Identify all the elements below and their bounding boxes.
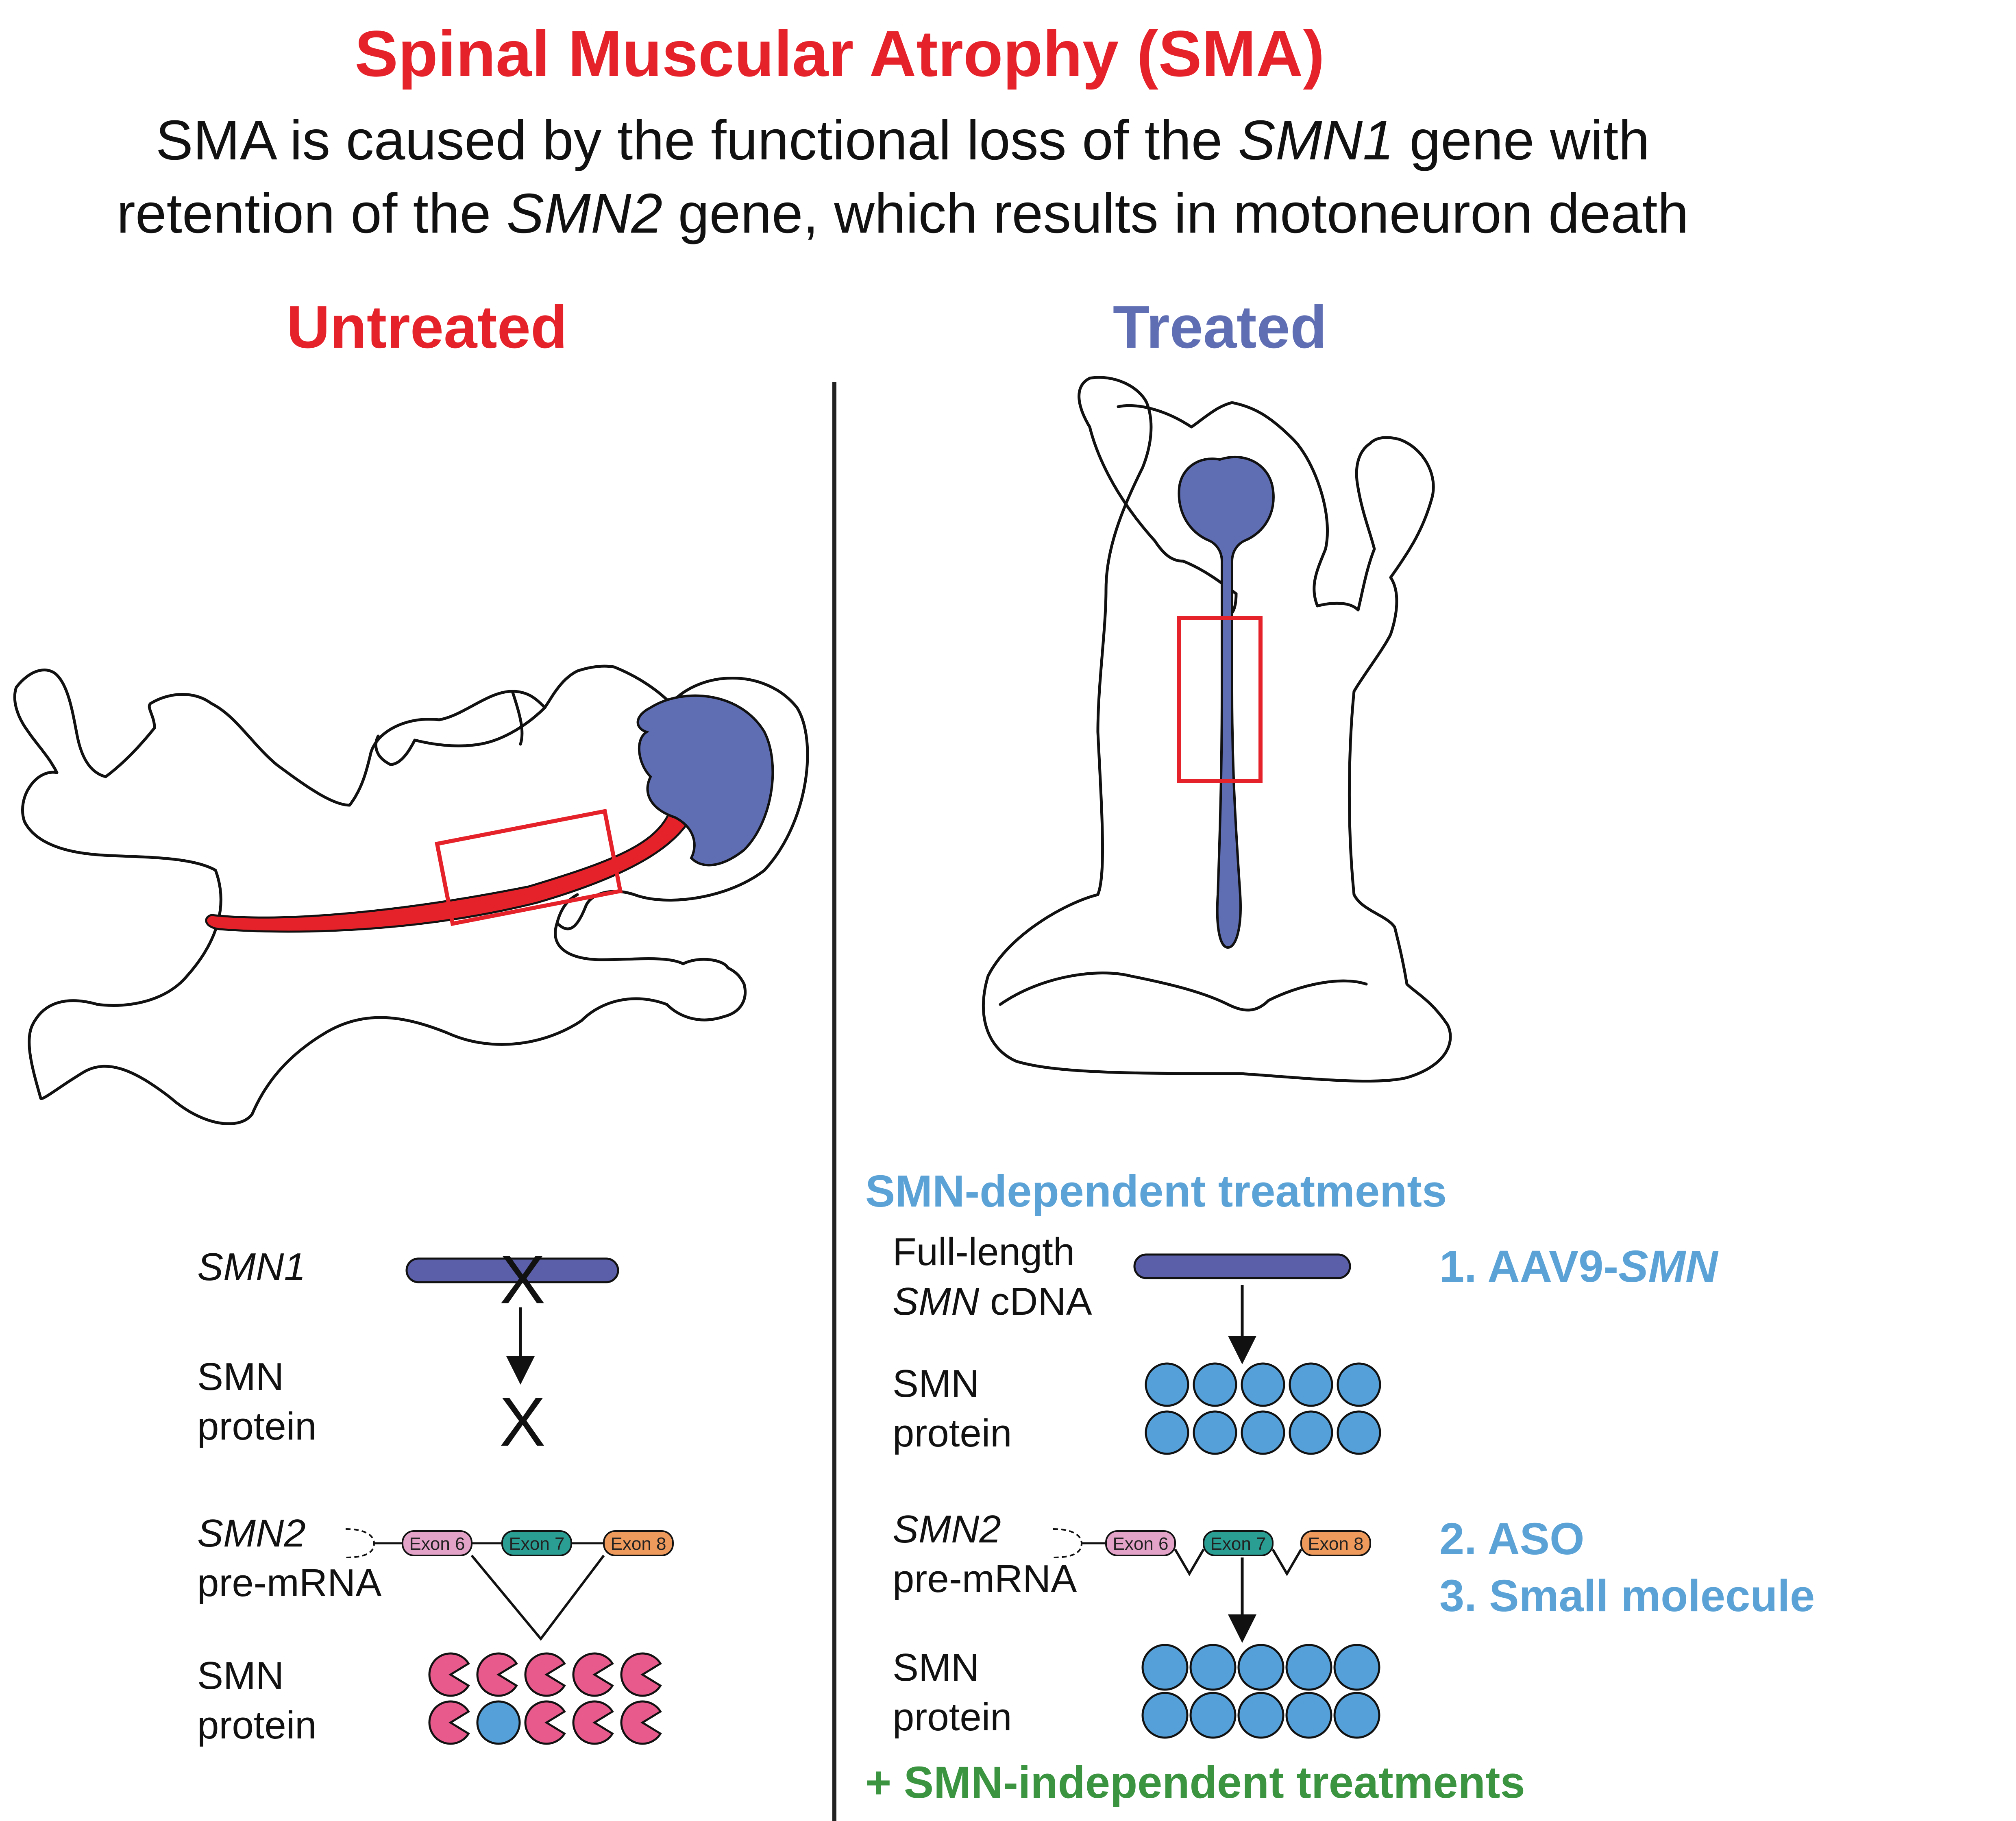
- treated-smn-protein-label: SMN protein: [893, 1362, 1012, 1455]
- smn-protein: [1237, 1692, 1284, 1739]
- subtitle-gene-smn2: SMN2: [506, 182, 663, 245]
- smn-protein: [1193, 1410, 1237, 1455]
- untreated-smn1-label: SMN1: [197, 1245, 306, 1289]
- smn-protein: [1289, 1410, 1333, 1455]
- baby-lying-outline: [13, 664, 809, 1125]
- blocked-x-icon: X: [499, 1241, 545, 1318]
- smn-protein: [1145, 1410, 1189, 1455]
- spinal-highlight-box-treated: [1177, 616, 1263, 783]
- subtitle-line1-b: gene with: [1394, 109, 1650, 172]
- smn-independent-heading: + SMN-independent treatments: [865, 1758, 1525, 1808]
- truncated-protein: [620, 1700, 662, 1745]
- page-title: Spinal Muscular Atrophy (SMA): [355, 17, 1325, 90]
- treated-pre-mrna: Exon 6 Exon 7 Exon 8: [1053, 1528, 1371, 1576]
- smn-protein: [1141, 1644, 1189, 1691]
- skip-splice-line: [470, 1555, 605, 1641]
- smn-protein: [1193, 1362, 1237, 1407]
- baby-sitting-outline: [982, 376, 1452, 1083]
- treatment-aav9: 1. AAV9-SMN: [1439, 1242, 1718, 1292]
- treated-smn2-label: SMN2 pre-mRNA: [893, 1507, 1077, 1601]
- smn-protein: [1237, 1644, 1284, 1691]
- subtitle-line2-a: retention of the: [116, 182, 507, 245]
- page-subtitle-line2: retention of the SMN2 gene, which result…: [0, 177, 1805, 250]
- smn-protein: [476, 1700, 521, 1745]
- svg-text:Exon 8: Exon 8: [1308, 1534, 1364, 1554]
- treated-protein-grid-1: [1145, 1362, 1381, 1455]
- brain-untreated: [636, 694, 774, 867]
- truncated-protein: [428, 1700, 470, 1745]
- truncated-protein: [524, 1652, 566, 1697]
- untreated-smn-protein-label: SMN protein: [197, 1355, 317, 1448]
- smn-protein: [1337, 1410, 1381, 1455]
- smn-protein: [1189, 1644, 1237, 1691]
- brain-and-cord-treated: [1178, 455, 1275, 949]
- svg-text:Exon 6: Exon 6: [409, 1534, 465, 1554]
- truncated-protein: [476, 1652, 518, 1697]
- treated-protein-grid-2: [1141, 1644, 1380, 1739]
- treatment-small-molecule: 3. Small molecule: [1439, 1571, 1815, 1621]
- smn-protein: [1289, 1362, 1333, 1407]
- smn-cdna-bar: [1133, 1253, 1351, 1279]
- smn-protein: [1333, 1644, 1380, 1691]
- truncated-protein: [620, 1652, 662, 1697]
- subtitle-gene-smn1: SMN1: [1238, 109, 1394, 172]
- smn-protein: [1145, 1362, 1189, 1407]
- spinal-highlight-box-untreated: [435, 808, 623, 926]
- truncated-protein: [524, 1700, 566, 1745]
- exon8-box: [603, 1530, 674, 1556]
- untreated-pre-mrna: Exon 6 Exon 7 Exon 8: [345, 1528, 674, 1641]
- smn-protein: [1241, 1410, 1285, 1455]
- treatment-aso: 2. ASO: [1439, 1514, 1585, 1564]
- page-subtitle: SMA is caused by the functional loss of …: [0, 104, 1805, 177]
- smn1-gene-bar: [405, 1257, 619, 1283]
- smn-protein: [1285, 1644, 1332, 1691]
- treated-heading: Treated: [1113, 294, 1327, 361]
- smn-protein: [1241, 1362, 1285, 1407]
- svg-text:Exon 6: Exon 6: [1113, 1534, 1169, 1554]
- smn-protein: [1141, 1692, 1189, 1739]
- truncated-protein: [572, 1700, 614, 1745]
- exon7-box: [1203, 1530, 1274, 1556]
- untreated-protein-grid: [428, 1652, 662, 1745]
- exon8-box: [1300, 1530, 1371, 1556]
- svg-text:Exon 7: Exon 7: [1210, 1534, 1266, 1554]
- full-length-cdna-label: Full-length SMN cDNA: [893, 1230, 1092, 1323]
- exon6-box: [1105, 1530, 1176, 1556]
- svg-text:Exon 8: Exon 8: [611, 1534, 666, 1554]
- smn-dependent-heading: SMN-dependent treatments: [865, 1166, 1447, 1216]
- untreated-heading: Untreated: [286, 294, 568, 361]
- treated-smn-protein2-label: SMN protein: [893, 1646, 1012, 1739]
- svg-text:Exon 7: Exon 7: [509, 1534, 565, 1554]
- smn-protein: [1333, 1692, 1380, 1739]
- truncated-protein: [572, 1652, 614, 1697]
- untreated-smn-protein2-label: SMN protein: [197, 1654, 317, 1747]
- subtitle-line2-b: gene, which results in motoneuron death: [662, 182, 1689, 245]
- untreated-smn2-label: SMN2 pre-mRNA: [197, 1512, 382, 1605]
- truncated-protein: [428, 1652, 470, 1697]
- blocked-x-icon: X: [499, 1383, 545, 1461]
- smn-protein: [1189, 1692, 1237, 1739]
- smn-protein: [1337, 1362, 1381, 1407]
- subtitle-line1-a: SMA is caused by the functional loss of …: [155, 109, 1238, 172]
- smn-protein: [1285, 1692, 1332, 1739]
